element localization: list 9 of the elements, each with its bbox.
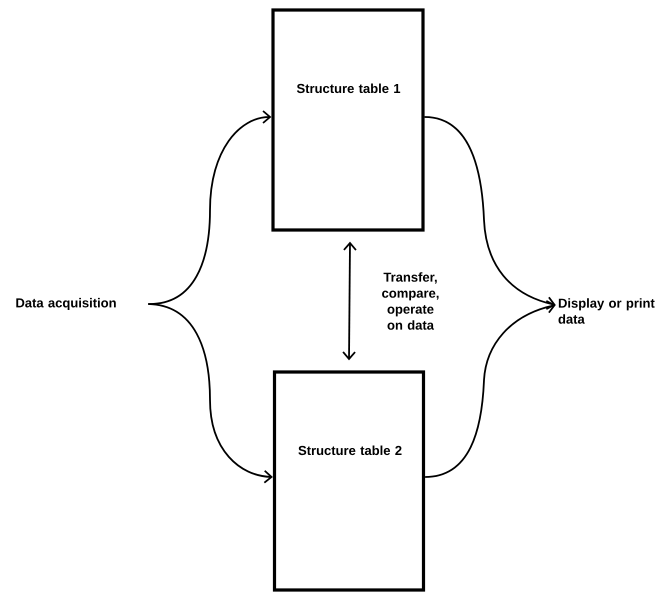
curved-arrow [148,303,273,484]
table-box: Structure table 2 [272,370,426,592]
curved-arrow [424,116,556,310]
edge-label: Transfer, compare, operate on data [362,271,459,331]
node-label: Display or print data [558,298,655,324]
double-arrow [342,242,357,360]
table-box: Structure table 1 [271,8,425,232]
node-label: Data acquisition [16,298,116,310]
curved-arrow [425,300,556,478]
